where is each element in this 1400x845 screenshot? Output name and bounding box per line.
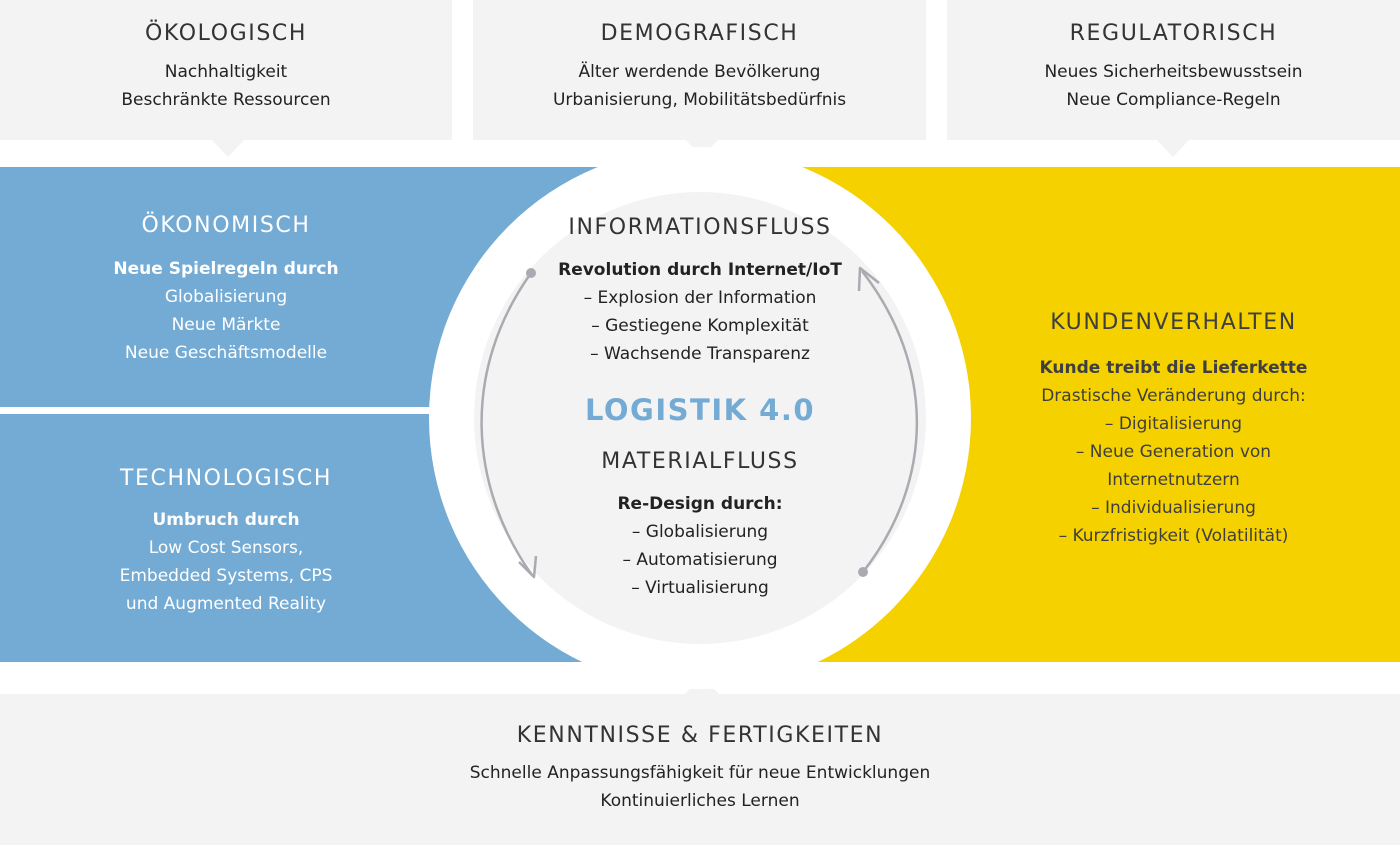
panel-title: REGULATORISCH [1069,21,1278,46]
arrow-left-path [480,272,534,576]
panel-line: – Neue Generation von [1075,442,1272,462]
circle-content: INFORMATIONSFLUSS Revolution durch Inter… [500,214,900,602]
panel-oekonomisch: ÖKONOMISCH Neue Spielregeln durch Global… [0,167,452,407]
panel-technologisch: TECHNOLOGISCH Umbruch durch Low Cost Sen… [0,414,452,662]
center-circle [474,192,926,644]
panel-line: Globalisierung [164,287,288,307]
info-flow-bold: Revolution durch Internet/IoT [558,260,842,280]
panel-line: Kontinuierliches Lernen [600,791,800,811]
panel-title: TECHNOLOGISCH [119,466,332,491]
panel-line: Älter werdende Bevölkerung [578,62,821,82]
panel-line: – Kurzfristigkeit (Volatilität) [1058,526,1289,546]
panel-line: Drastische Veränderung durch: [1041,386,1306,406]
panel-demografisch: DEMOGRAFISCH Älter werdende Bevölkerung … [473,0,926,140]
panel-title: ÖKOLOGISCH [144,21,308,46]
pointer-regulatorisch [1157,140,1189,157]
panel-oekologisch: ÖKOLOGISCH Nachhaltigkeit Beschränkte Re… [0,0,452,140]
info-flow-line: – Wachsende Transparenz [590,344,810,364]
panel-kundenverhalten-text: KUNDENVERHALTEN Kunde treibt die Lieferk… [947,167,1400,662]
arrow-right-head [857,266,880,292]
panel-line: Internetnutzern [1107,470,1240,490]
arrow-left-dot [526,268,536,278]
panel-title: KUNDENVERHALTEN [1050,310,1297,335]
pointer-oekologisch [212,140,244,157]
panel-line: Neues Sicherheitsbewusstsein [1044,62,1303,82]
logistik-title: LOGISTIK 4.0 [584,393,816,427]
material-flow-title: MATERIALFLUSS [601,449,799,474]
panel-line: Beschränkte Ressourcen [121,90,331,110]
panel-title: DEMOGRAFISCH [600,21,799,46]
panel-line: Urbanisierung, Mobilitätsbedürfnis [552,90,847,110]
panel-line: Nachhaltigkeit [164,62,288,82]
material-flow-line: – Automatisierung [622,550,778,570]
arrow-left-head [518,555,538,579]
panel-line: Neue Märkte [171,315,281,335]
info-flow-line: – Explosion der Information [583,288,817,308]
info-flow-line: – Gestiegene Komplexität [591,316,809,336]
arrow-right-path [861,270,918,573]
panel-line: – Individualisierung [1091,498,1256,518]
panel-title: ÖKONOMISCH [141,213,311,238]
panel-bold-line: Kunde treibt die Lieferkette [1039,358,1308,378]
panel-line: Embedded Systems, CPS [119,566,333,586]
panel-line: – Digitalisierung [1104,414,1243,434]
info-flow-title: INFORMATIONSFLUSS [568,215,832,240]
panel-line: Neue Compliance-Regeln [1066,90,1281,110]
panel-bold-line: Umbruch durch [152,510,300,530]
panel-kenntnisse: KENNTNISSE & FERTIGKEITEN Schnelle Anpas… [0,694,1400,845]
panel-line: Schnelle Anpassungsfähigkeit für neue En… [469,763,931,783]
panel-line: und Augmented Reality [125,594,327,614]
panel-line: Low Cost Sensors, [148,538,304,558]
arrow-right-dot [858,567,868,577]
material-flow-bold: Re-Design durch: [617,494,783,514]
panel-regulatorisch: REGULATORISCH Neues Sicherheitsbewusstse… [947,0,1400,140]
panel-line: Neue Geschäftsmodelle [124,343,328,363]
panel-bold-line: Neue Spielregeln durch [113,259,339,279]
material-flow-line: – Globalisierung [631,522,769,542]
material-flow-line: – Virtualisierung [631,578,769,598]
panel-title: KENNTNISSE & FERTIGKEITEN [516,723,884,748]
